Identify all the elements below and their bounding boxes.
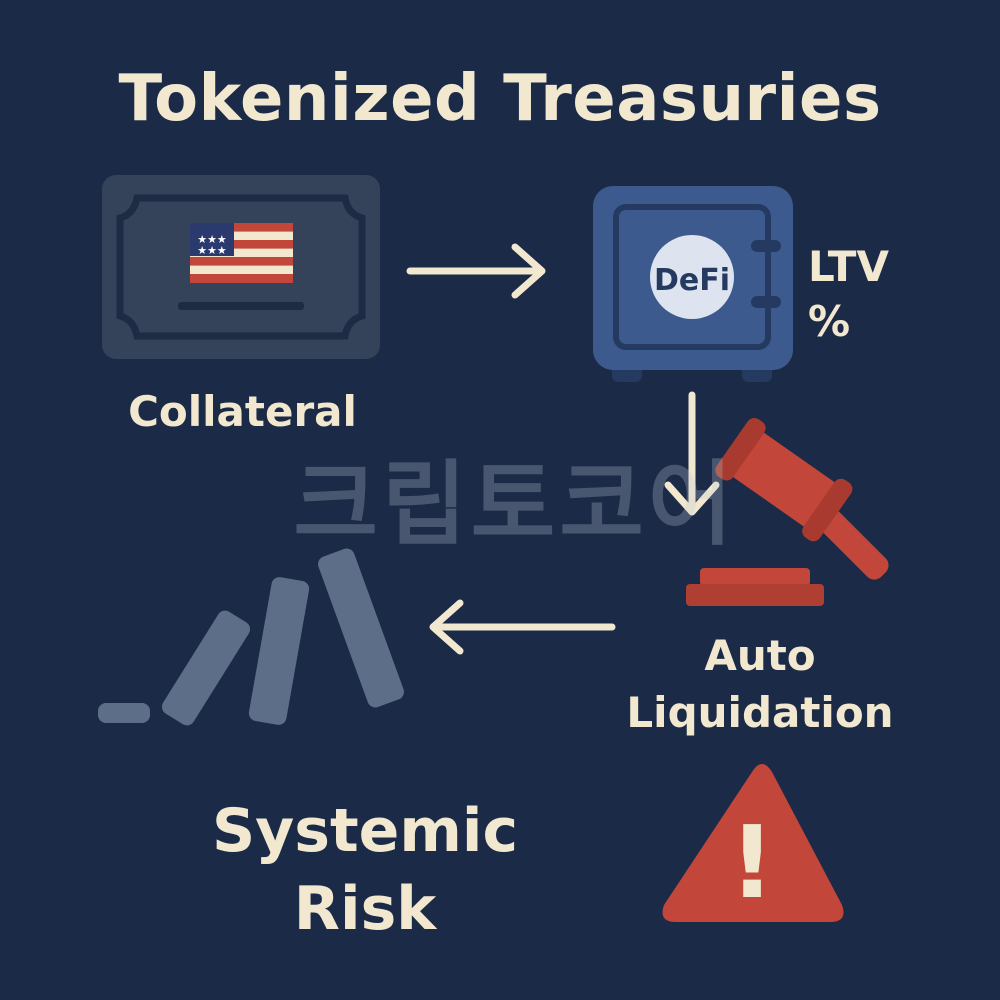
ltv-label: LTV % <box>808 240 889 349</box>
warning-triangle-icon: ! <box>662 764 844 922</box>
arrow-left-icon <box>429 599 616 655</box>
vault-label: DeFi <box>654 263 730 298</box>
ltv-label-line2: % <box>808 296 851 346</box>
treasury-certificate-icon: ★★★ ★★★ <box>102 175 380 359</box>
warning-mark: ! <box>729 804 775 921</box>
systemic-risk-label: Systemic Risk <box>160 792 570 948</box>
arrow-down-icon <box>664 391 720 516</box>
defi-vault-icon: DeFi <box>593 186 793 382</box>
gavel-icon <box>686 417 889 606</box>
ltv-label-line1: LTV <box>808 242 889 291</box>
auto-label: Auto <box>704 631 816 680</box>
us-flag-icon: ★★★ ★★★ <box>190 223 293 283</box>
arrow-right-icon <box>406 243 546 299</box>
liquidation-label: Liquidation <box>626 687 894 737</box>
risk-label: Risk <box>293 874 437 944</box>
systemic-label: Systemic <box>211 796 519 866</box>
svg-text:★★★: ★★★ <box>197 233 227 246</box>
collateral-label: Collateral <box>128 387 357 436</box>
watermark-text: 크립토코어 <box>293 451 737 558</box>
svg-text:★★★: ★★★ <box>197 244 227 257</box>
diagram-title: Tokenized Treasuries <box>118 62 882 136</box>
auto-liquidation-label: Auto Liquidation <box>610 628 910 741</box>
falling-dominoes-icon <box>98 548 404 726</box>
